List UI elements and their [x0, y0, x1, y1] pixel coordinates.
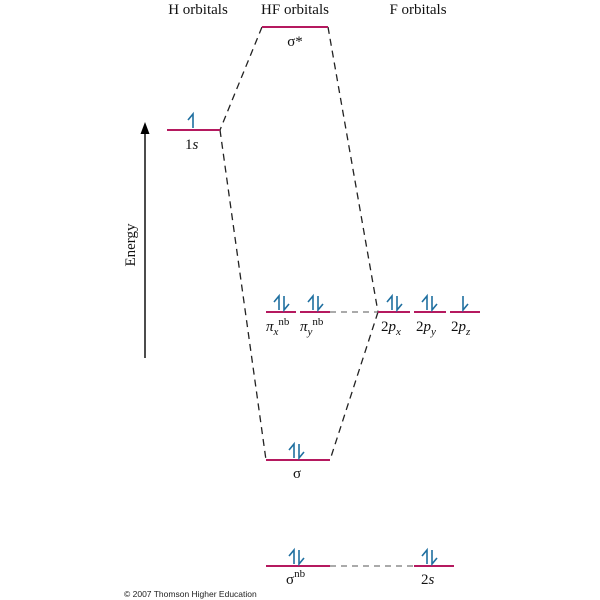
spin-pair-arrow-icon: [288, 547, 305, 567]
spin-pair-arrow-icon: [386, 293, 403, 313]
spin-down-arrow-icon: [462, 296, 469, 313]
orbital-h-1s: 1s: [167, 111, 220, 153]
header-hf-orbitals: HF orbitals: [261, 2, 329, 18]
spin-up-arrow-icon: [187, 111, 194, 128]
header-f-orbitals: F orbitals: [389, 2, 446, 18]
orbital-f-2s: 2s: [414, 547, 454, 588]
sigma-star-label: σ*: [287, 34, 303, 50]
f-2py-label: 2py: [416, 319, 436, 338]
header-h-orbitals: H orbitals: [168, 2, 228, 18]
orbital-pi-x-nb: πxnb: [266, 293, 296, 338]
orbital-sigma: σ: [266, 441, 330, 482]
pi-y-nb-label: πynb: [300, 316, 324, 338]
h-1s-label: 1s: [185, 137, 199, 153]
spin-pair-arrow-icon: [307, 293, 324, 313]
orbital-pi-y-nb: πynb: [300, 293, 330, 338]
spin-pair-arrow-icon: [288, 441, 305, 461]
f-2s-label: 2s: [421, 572, 435, 588]
correlation-lines: [219, 26, 414, 567]
orbital-sigma-star: σ*: [262, 26, 328, 50]
f-2px-label: 2px: [381, 319, 401, 338]
orbital-f-2pz: 2pz: [450, 296, 480, 338]
pi-x-nb-label: πxnb: [266, 316, 290, 338]
spin-pair-arrow-icon: [273, 293, 290, 313]
energy-axis: Energy: [123, 122, 150, 358]
copyright-notice: © 2007 Thomson Higher Education: [124, 589, 257, 599]
f-2pz-label: 2pz: [451, 319, 471, 338]
spin-pair-arrow-icon: [421, 293, 438, 313]
orbital-f-2py: 2py: [414, 293, 446, 338]
sigma-nb-label: σnb: [286, 568, 306, 588]
energy-axis-label: Energy: [123, 223, 139, 267]
orbital-f-2px: 2px: [378, 293, 410, 338]
spin-pair-arrow-icon: [421, 547, 438, 567]
sigma-label: σ: [293, 466, 301, 482]
orbital-sigma-nb: σnb: [266, 547, 330, 588]
